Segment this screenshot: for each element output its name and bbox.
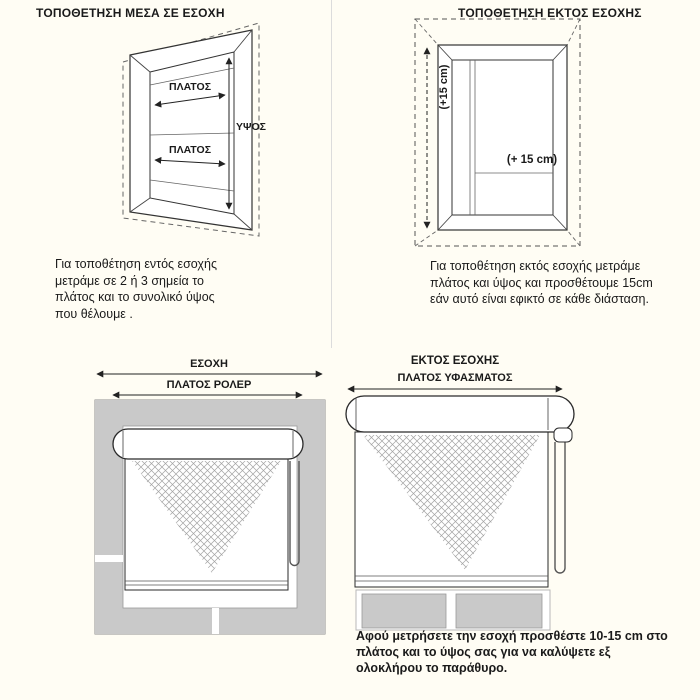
fabric-hatch-pattern [132, 461, 281, 573]
outside-recess-drawing: (+15 cm) (+ 15 cm) [414, 18, 581, 247]
inner-frame [451, 59, 554, 216]
dashed-outline [122, 22, 260, 237]
inside-recess-title: ΤΟΠΟΘΕΤΗΣΗ ΜΕΣΑ ΣΕ ΕΣΟΧΗ [36, 6, 225, 20]
width-arrow-bottom [154, 156, 226, 168]
height-label: ΥΨΟΣ [236, 121, 266, 133]
chain-clutch [553, 427, 573, 443]
vertical-divider [331, 0, 332, 348]
frame-gaps [95, 555, 219, 634]
outside-recess-caption: Για τοποθέτηση εκτός εσοχής μετράμε πλάτ… [430, 259, 653, 306]
outside-mount-drawing: ΕΚΤΟΣ ΕΣΟΧΗΣ ΠΛΑΤΟΣ ΥΦΑΣΜΑΤΟΣ [345, 355, 575, 631]
plus15-horizontal-label: (+ 15 cm) [507, 154, 557, 166]
outside-mount-caption: Αφού μετρήσετε την εσοχή προσθέστε 10-15… [356, 629, 668, 675]
corner-dashed-connectors [414, 18, 581, 247]
sash-bars [469, 60, 553, 215]
plus15-vertical-label: (+15 cm) [438, 64, 450, 109]
width-label-top: ΠΛΑΤΟΣ [169, 81, 211, 93]
outside-mount-title: ΕΚΤΟΣ ΕΣΟΧΗΣ [411, 355, 499, 367]
window-frame-front [437, 44, 568, 231]
cassette-end-caps [355, 398, 549, 430]
fabric-hem-bar [125, 580, 288, 586]
roller-tube [112, 428, 304, 460]
width-arrow-top [154, 92, 226, 108]
window-panel-right [455, 593, 543, 629]
window-behind-blind [355, 589, 551, 631]
measurement-arrows [154, 57, 233, 210]
recess-mount-drawing: ΕΣΟΧΗ ΠΛΑΤΟΣ ΡΟΛΕΡ [94, 358, 326, 635]
corner-connectors [437, 44, 568, 231]
roller-cassette [345, 395, 575, 433]
roller-end-caps [122, 431, 294, 457]
fabric-width-label: ΠΛΑΤΟΣ ΥΦΑΣΜΑΤΟΣ [398, 372, 513, 384]
fabric-hatch-pattern [363, 435, 540, 570]
fabric-hem-bar [355, 575, 548, 582]
recess-label: ΕΣΟΧΗ [190, 358, 228, 370]
sash-bars [149, 67, 235, 192]
roller-width-label: ΠΛΑΤΟΣ ΡΟΛΕΡ [167, 379, 252, 391]
inside-recess-caption: Για τοποθέτηση εντός εσοχής μετράμε σε 2… [55, 257, 217, 321]
window-panel-left [361, 593, 447, 629]
width-label-bottom: ΠΛΑΤΟΣ [169, 144, 211, 156]
chain-loop [289, 461, 300, 567]
extended-size-dashed-outline [414, 18, 581, 247]
corner-connectors [129, 29, 253, 231]
chain-loop [554, 442, 566, 574]
outside-recess-title: ΤΟΠΟΘΕΤΗΣΗ ΕΚΤΟΣ ΕΣΟΧΗΣ [458, 6, 642, 20]
inside-recess-drawing: ΠΛΑΤΟΣ ΠΛΑΤΟΣ ΥΨΟΣ [122, 22, 266, 237]
